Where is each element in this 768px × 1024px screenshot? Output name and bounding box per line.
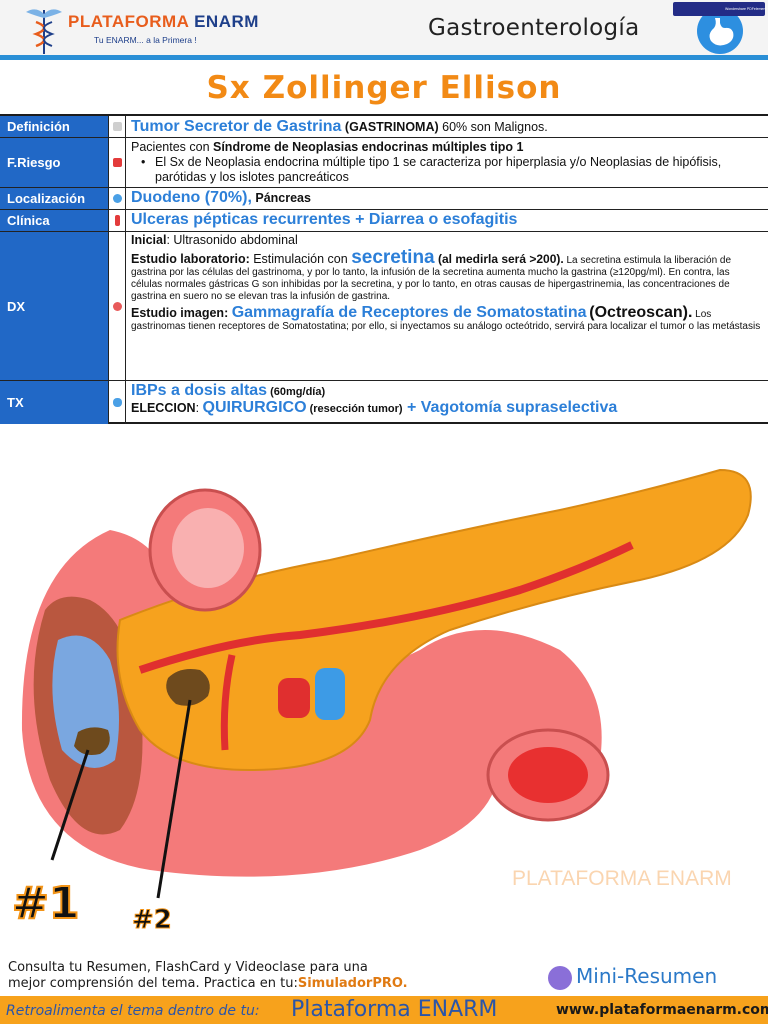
page-title: Sx Zollinger Ellison: [206, 70, 562, 106]
row-label: Clínica: [0, 210, 109, 231]
watermark-text: PLATAFORMA ENARM: [512, 867, 732, 890]
row-label: Definición: [0, 116, 109, 137]
pointer-line-1: [50, 749, 90, 861]
friesgo-bullet: El Sx de Neoplasia endocrina múltiple ti…: [155, 155, 722, 184]
footer-bar: Retroalimenta el tema dentro de tu: Plat…: [0, 996, 768, 1024]
pill-icon: [110, 381, 126, 424]
row-label: TX: [0, 381, 109, 424]
footer-cta: Consulta tu Resumen, FlashCard y Videocl…: [8, 960, 408, 991]
page-header: PLATAFORMA ENARM Tu ENARM... a la Primer…: [0, 0, 768, 60]
pdf-watermark-badge: Wondershare PDFelement: [673, 2, 766, 16]
pointer-line-2: [156, 699, 192, 899]
row-friesgo: F.Riesgo Pacientes con Síndrome de Neopl…: [0, 138, 768, 188]
gastrinoma-pancreatic-tumor: [166, 669, 210, 706]
footer-brand-link[interactable]: Plataforma ENARM: [291, 997, 498, 1022]
row-label: Localización: [0, 188, 109, 209]
row-label: F.Riesgo: [0, 138, 109, 187]
mini-resumen-label: Mini-Resumen: [576, 964, 718, 988]
target-icon: [110, 232, 126, 380]
gastrinoma-duodenal-tumor: [74, 727, 110, 755]
brand-tagline: Tu ENARM... a la Primera !: [94, 35, 197, 45]
row-clinica: Clínica Ulceras pépticas recurrentes + D…: [0, 210, 768, 232]
jejunum-lumen: [508, 747, 588, 803]
summary-table: Definición Tumor Secretor de Gastrina (G…: [0, 114, 768, 424]
pancreas: [116, 468, 752, 772]
simulador-link[interactable]: SimuladorPRO.: [297, 976, 408, 991]
row-label: DX: [0, 232, 109, 380]
website-link[interactable]: www.plataformaenarm.com: [556, 1002, 768, 1018]
mesenteric-vein: [315, 668, 345, 720]
splenic-artery: [138, 541, 634, 674]
marker-1: #1: [12, 878, 79, 929]
pylorus-lumen: [172, 508, 244, 588]
definicion-main: Tumor Secretor de Gastrina: [131, 118, 342, 135]
brand-name: PLATAFORMA ENARM: [68, 12, 259, 31]
warning-icon: [110, 138, 126, 187]
plataforma-enarm-logo[interactable]: PLATAFORMA ENARM Tu ENARM... a la Primer…: [22, 4, 258, 56]
topic-title: Gastroenterología: [428, 15, 640, 41]
mini-resumen-icon: [548, 966, 572, 990]
pancreas-duodenum-illustration: #1 #2 PLATAFORMA ENARM: [0, 430, 768, 950]
document-icon: [110, 116, 126, 137]
bullet-icon: •: [141, 155, 146, 169]
caduceus-icon: [26, 9, 62, 54]
mesenteric-artery: [278, 678, 310, 718]
row-tx: TX IBPs a dosis altas (60mg/día) ELECCIO…: [0, 381, 768, 424]
gastroduodenal-artery: [220, 654, 236, 751]
row-localizacion: Localización Duodeno (70%), Páncreas: [0, 188, 768, 210]
row-dx: DX Inicial: Ultrasonido abdominal Estudi…: [0, 232, 768, 381]
marker-2: #2: [132, 905, 172, 935]
thermometer-icon: [110, 210, 126, 231]
magnifier-icon: [110, 188, 126, 209]
row-definicion: Definición Tumor Secretor de Gastrina (G…: [0, 116, 768, 138]
